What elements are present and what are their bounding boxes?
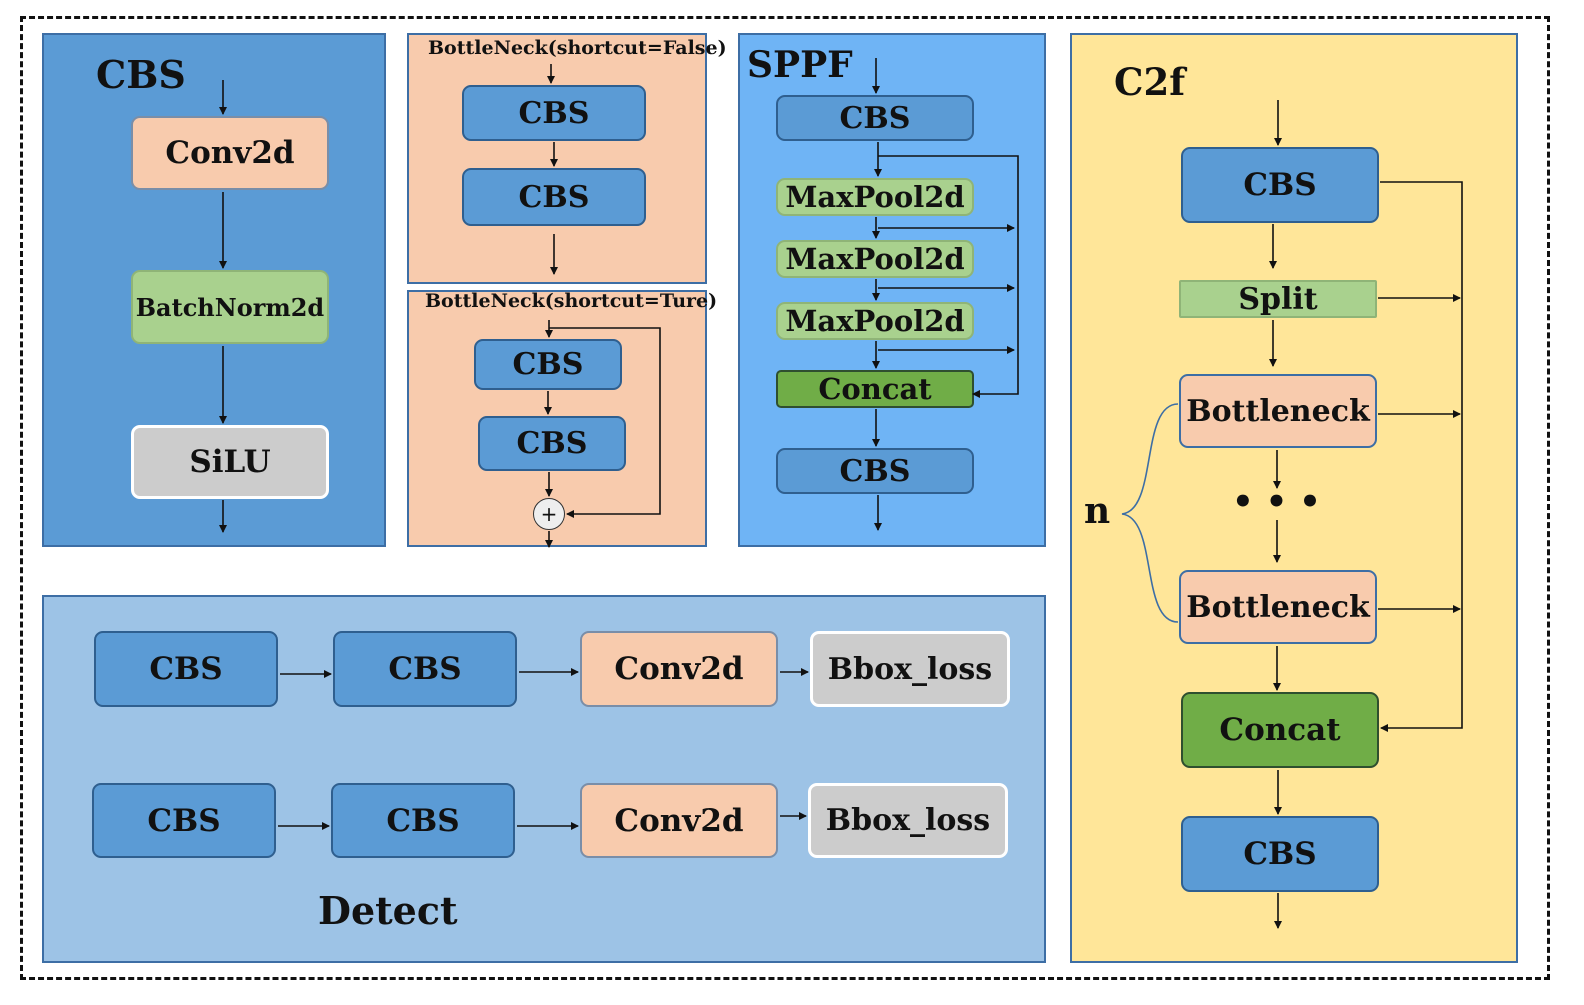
c2f-ellipsis: • • • <box>1232 482 1321 522</box>
bottleneck-false-cbs-2: CBS <box>462 168 646 226</box>
detect-panel-title: Detect <box>318 888 458 933</box>
residual-add-icon: + <box>533 498 565 530</box>
c2f-split: Split <box>1179 280 1377 318</box>
sppf-maxpool-2: MaxPool2d <box>776 240 974 278</box>
c2f-panel-title: C2f <box>1114 60 1186 104</box>
bottleneck-false-cbs-1: CBS <box>462 85 646 141</box>
sppf-maxpool-3: MaxPool2d <box>776 302 974 340</box>
c2f-concat: Concat <box>1181 692 1379 768</box>
detect-row1-cbs-1: CBS <box>94 631 278 707</box>
bottleneck-true-title: BottleNeck(shortcut=Ture) <box>425 290 718 312</box>
detect-row2-conv2d: Conv2d <box>580 783 778 858</box>
detect-row1-bbox-loss: Bbox_loss <box>810 631 1010 707</box>
sppf-maxpool-1: MaxPool2d <box>776 178 974 216</box>
cbs-silu-block: SiLU <box>131 425 329 499</box>
c2f-bottleneck-1: Bottleneck <box>1179 374 1377 448</box>
bottleneck-true-cbs-2: CBS <box>478 416 626 471</box>
detect-row1-cbs-2: CBS <box>333 631 517 707</box>
bottleneck-false-title: BottleNeck(shortcut=False) <box>428 37 727 59</box>
detect-row1-conv2d: Conv2d <box>580 631 778 707</box>
detect-row2-bbox-loss: Bbox_loss <box>808 783 1008 858</box>
c2f-cbs-in: CBS <box>1181 147 1379 223</box>
sppf-panel-title: SPPF <box>747 44 853 86</box>
cbs-batchnorm-block: BatchNorm2d <box>131 270 329 344</box>
c2f-cbs-out: CBS <box>1181 816 1379 892</box>
outer-dashed-frame <box>20 16 1550 980</box>
c2f-n-label: n <box>1084 490 1111 532</box>
bottleneck-true-cbs-1: CBS <box>474 339 622 390</box>
cbs-conv2d-block: Conv2d <box>131 116 329 190</box>
sppf-cbs-out: CBS <box>776 448 974 494</box>
bottleneck-false-panel <box>407 33 707 284</box>
detect-row2-cbs-2: CBS <box>331 783 515 858</box>
sppf-concat: Concat <box>776 370 974 408</box>
cbs-panel-title: CBS <box>96 52 186 97</box>
detect-row2-cbs-1: CBS <box>92 783 276 858</box>
sppf-cbs-in: CBS <box>776 95 974 141</box>
c2f-bottleneck-2: Bottleneck <box>1179 570 1377 644</box>
